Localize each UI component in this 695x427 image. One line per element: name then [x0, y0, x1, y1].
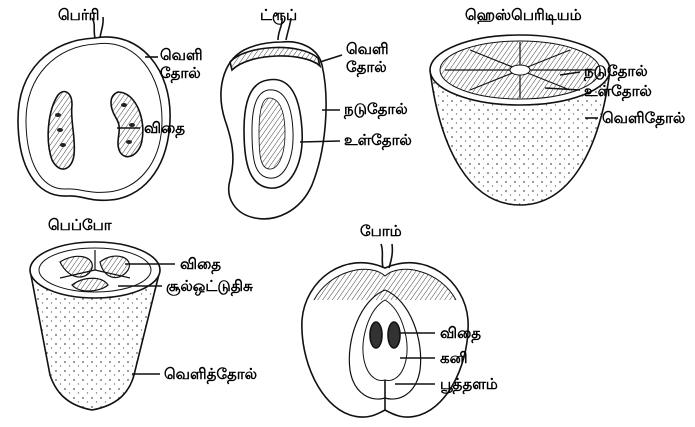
berry-seed-label: விதை [144, 119, 185, 137]
hesperidium-mesocarp-label: நடுதோல் [584, 62, 648, 80]
pome-thalamus-label: பூத்தளம் [440, 375, 498, 393]
pepo-placenta-label: சூல்ஒட்டுதிசு [166, 277, 253, 295]
hesperidium-epicarp-label: வெளிதோல் [602, 109, 685, 127]
hesperidium-endocarp-label: உள்தோல் [584, 82, 652, 100]
berry-epicarp-label: வெளி தோல் [160, 46, 203, 82]
berry-drawing [18, 17, 170, 200]
pepo-epicarp-label: வெளித்தோல் [164, 365, 257, 383]
hesperidium-title: ஹெஸ்பெரிடியம் [465, 6, 582, 24]
pepo-seed-label: விதை [180, 255, 221, 273]
berry-title: பெர்ரி [58, 6, 99, 24]
pepo-title: பெப்போ [48, 216, 112, 234]
drupe-epicarp-label: வெளி தோல் [346, 40, 389, 76]
pome-title: போம் [360, 222, 402, 240]
drupe-title: ட்ரூப் [260, 6, 297, 24]
drupe-endocarp-label: உள்தோல் [344, 131, 412, 149]
drupe-drawing [221, 18, 342, 219]
pome-seed-label: விதை [440, 324, 481, 342]
pepo-drawing [30, 242, 175, 410]
pome-fruit-label: கனி [440, 349, 468, 367]
hesperidium-drawing [430, 35, 610, 205]
drupe-mesocarp-label: நடுதோல் [344, 100, 408, 118]
